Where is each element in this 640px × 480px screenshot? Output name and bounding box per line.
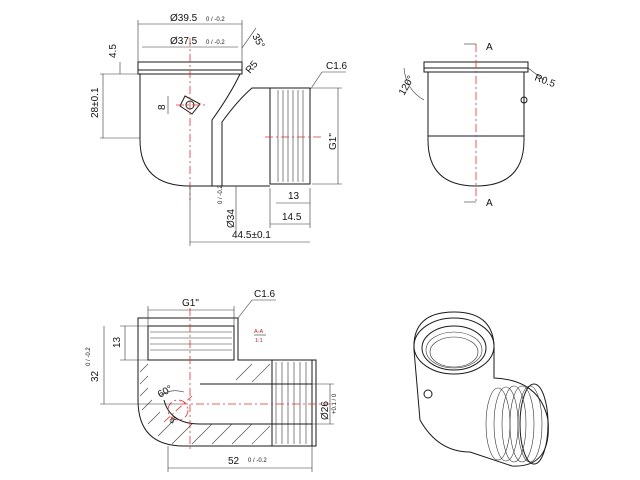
section-view: G1" C1.6 13 32 0 / -0.2 60° Ø8 Ø26 +0.1 … — [86, 289, 338, 472]
section-dim-total-length: 52 — [228, 456, 240, 467]
dim-radius: R5 — [244, 59, 261, 76]
side-hole — [179, 95, 201, 115]
section-dim-small: Ø8 — [169, 415, 179, 425]
dim-height: 28±0.1 — [90, 87, 101, 118]
iso-top-opening — [413, 317, 495, 375]
front-view: Ø39.5 0 / -0.2 Ø37.5 0 / -0.2 35° 4.5 28… — [90, 13, 348, 246]
dim-bottom-tol: 0 / -0.2 — [218, 185, 224, 204]
elbow-body — [139, 74, 270, 187]
thread-lines — [277, 90, 304, 182]
dim-outer-tol: 0 / -0.2 — [206, 17, 225, 23]
dim-chamfer: C1.6 — [326, 61, 348, 72]
dim-flange-thickness: 4.5 — [108, 44, 119, 58]
section-hatching — [139, 363, 271, 445]
dim-angle-side: 120° — [397, 74, 417, 97]
dim-hole: 8 — [157, 104, 168, 110]
side-view: A A 120° R0.5 — [397, 42, 557, 209]
dim-inner-tol: 0 / -0.2 — [206, 40, 225, 46]
section-outline — [137, 317, 313, 447]
section-dim-thread-depth: 13 — [112, 336, 123, 348]
section-dim-chamfer: C1.6 — [254, 289, 276, 300]
section-dim-height-tol: 0 / -0.2 — [86, 347, 92, 366]
section-dim-height: 32 — [90, 370, 101, 382]
isometric-view — [413, 311, 549, 467]
threaded-spigot — [269, 87, 311, 185]
iso-body — [413, 311, 549, 467]
side-body — [427, 72, 525, 187]
section-dim-bore: Ø26 — [320, 401, 331, 420]
dim-thread: G1" — [328, 133, 339, 150]
section-ext-thread-marks — [275, 362, 307, 444]
section-horizontal-bore — [200, 383, 312, 425]
section-dim-length-tol: 0 / -0.2 — [248, 458, 267, 464]
section-label-bottom: A — [486, 198, 493, 209]
section-label-top: A — [486, 42, 493, 53]
dim-bottom-diameter: Ø34 — [226, 209, 237, 228]
side-hole-mark — [520, 96, 528, 104]
dim-outer-diameter: Ø39.5 — [170, 13, 198, 24]
section-external-thread — [271, 359, 317, 447]
dim-inner-diameter: Ø37.5 — [170, 36, 198, 47]
dim-angle-top: 35° — [249, 32, 266, 51]
section-dim-angle: 60° — [156, 384, 175, 401]
section-label: A-A — [254, 329, 264, 335]
section-dim-bore-tol: +0.1 / 0 — [332, 393, 338, 414]
iso-side-hole — [423, 389, 433, 399]
section-thread-bore — [147, 325, 235, 361]
iso-thread-end — [519, 383, 549, 465]
dim-total-length: 44.5±0.1 — [232, 230, 271, 241]
section-scale: 1:1 — [255, 338, 263, 344]
dim-thread-length: 13 — [288, 191, 300, 202]
dim-radius-side: R0.5 — [533, 72, 557, 90]
dim-spigot-length: 14.5 — [282, 212, 302, 223]
section-thread-marks — [150, 331, 232, 351]
section-dim-thread: G1" — [182, 298, 199, 309]
iso-thread-rings — [485, 385, 543, 463]
